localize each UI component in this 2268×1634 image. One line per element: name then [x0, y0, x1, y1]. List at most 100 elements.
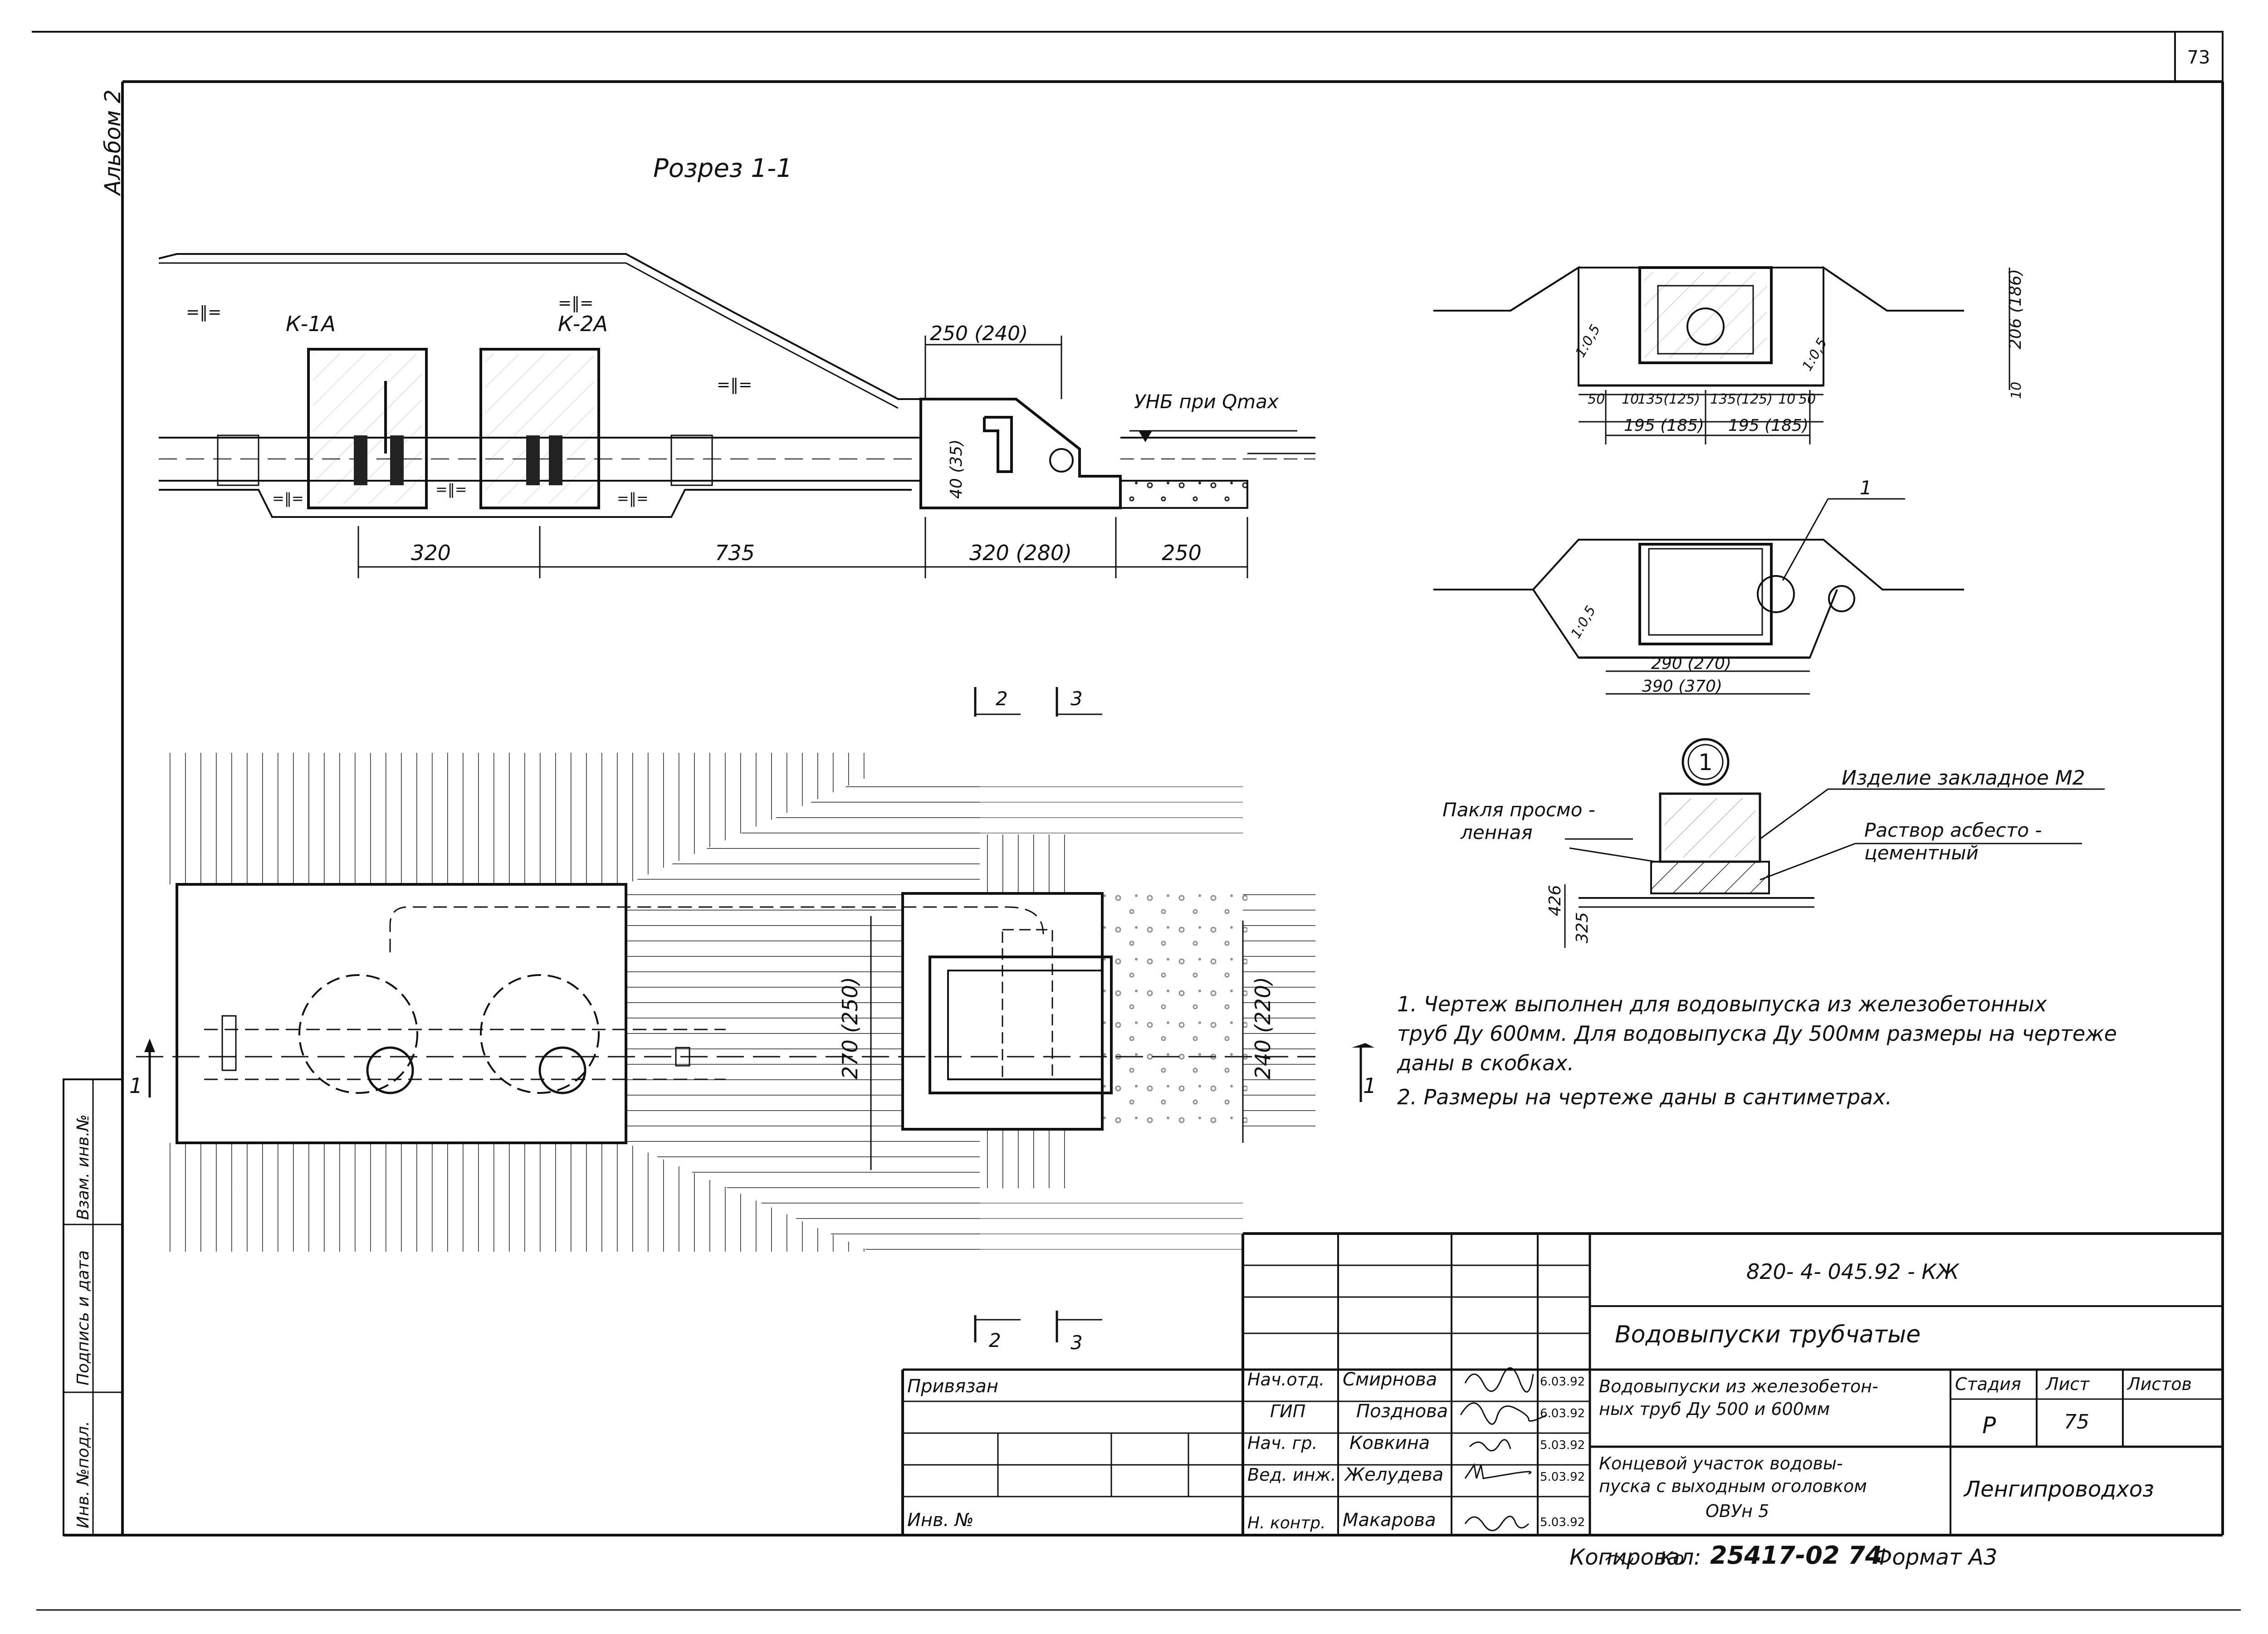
- section-mark-2: 2: [996, 688, 1008, 710]
- cross-section-b: [1433, 498, 1964, 695]
- org-name: Ленгипроводхоз: [1963, 1477, 2154, 1502]
- role-name: Смирнова: [1343, 1369, 1437, 1390]
- note-line-3: даны в скобках.: [1397, 1051, 1574, 1075]
- sheet-label: Лист: [2045, 1374, 2090, 1394]
- role-label: Нач. гр.: [1247, 1433, 1318, 1453]
- dim-inner: 290 (270): [1651, 654, 1731, 673]
- roles: Нач.отд. Смирнова 6.03.92 ГИП Позднова 6…: [1247, 1369, 1585, 1532]
- dim-bottom-1: 320: [411, 541, 451, 565]
- section-marks-top: [974, 687, 1102, 717]
- detail-tow-1: Пакля просмо -: [1442, 799, 1595, 821]
- stamp-inv-podl: Инв. №подл.: [74, 1421, 93, 1528]
- detail-embed-label: Изделие закладное М2: [1842, 766, 2085, 790]
- longitudinal-section: [158, 253, 1315, 578]
- section-marks-bottom: [974, 1311, 1102, 1342]
- role-date: 6.03.92: [1540, 1407, 1585, 1420]
- dim-small: 135(125): [1637, 391, 1700, 407]
- dim-large: 195 (185): [1624, 416, 1704, 435]
- hatch-mark: =‖=: [558, 294, 593, 312]
- role-name: Позднова: [1356, 1401, 1448, 1422]
- detail-dim-b: 325: [1573, 912, 1592, 943]
- stage-value: Р: [1982, 1412, 1996, 1439]
- detail-mortar-2: цементный: [1864, 842, 1979, 864]
- role-date: 6.03.92: [1540, 1375, 1585, 1389]
- copied-sig: Ко: [1660, 1548, 1684, 1569]
- section-mark-3: 3: [1070, 688, 1083, 710]
- note-line-1: 1. Чертеж выполнен для водовыпуска из же…: [1397, 992, 2047, 1016]
- stamp-vzam: Взам. инв.№: [74, 1114, 93, 1220]
- dim-headwall-top: 250 (240): [930, 322, 1028, 345]
- plan-view: [136, 753, 1374, 1252]
- sheet-value: 75: [2064, 1410, 2089, 1434]
- dim-plan-width-2: 240 (220): [1251, 977, 1275, 1079]
- copied-number: 25417-02 74: [1710, 1541, 1882, 1570]
- role-label: Нач.отд.: [1247, 1370, 1325, 1390]
- format-label: Формат А3: [1873, 1545, 1997, 1570]
- hatch-mark: =‖=: [272, 490, 304, 507]
- detail-dim-a: 426: [1546, 885, 1564, 916]
- detail-mortar-1: Раствор асбесто -: [1864, 819, 2042, 841]
- title-block: [901, 1232, 2223, 1535]
- inv-label: Инв. №: [907, 1510, 974, 1531]
- dim-base: 10: [2009, 382, 2024, 399]
- note-line-2: труб Ду 600мм. Для водовыпуска Ду 500мм …: [1397, 1021, 2117, 1046]
- well-label-1: К-1А: [286, 312, 336, 336]
- role-name: Макарова: [1343, 1510, 1436, 1531]
- section-mark-2-bottom: 2: [989, 1329, 1001, 1351]
- hatch-mark: =‖=: [435, 481, 467, 498]
- note-line-4: 2. Размеры на чертеже даны в сантиметрах…: [1397, 1085, 1892, 1109]
- dim-plan-width: 270 (250): [838, 977, 862, 1079]
- stamp-sign-date: Подпись и дата: [74, 1250, 93, 1385]
- slope-left: 1:0,5: [1573, 322, 1604, 360]
- dim-outer: 390 (370): [1642, 677, 1722, 696]
- plan-mark-1-left: 1: [129, 1073, 142, 1098]
- section-title: Розрез 1-1: [653, 154, 792, 183]
- sheet-title-3: ОВУн 5: [1706, 1501, 1769, 1521]
- detail-1: [1564, 738, 2105, 948]
- role-name: Ковкина: [1349, 1433, 1430, 1454]
- signatures: [1460, 1367, 1634, 1565]
- sheet-title-2: пуска с выходным оголовком: [1599, 1476, 1867, 1496]
- role-label: Н. контр.: [1247, 1514, 1326, 1532]
- dim-bottom-2: 735: [715, 541, 755, 565]
- role-name: Желудева: [1344, 1464, 1443, 1485]
- copied-label: Копировал:: [1569, 1545, 1701, 1570]
- sheets-label: Листов: [2126, 1374, 2192, 1394]
- water-level-label: УНБ при Qmax: [1134, 390, 1279, 413]
- album-label: Альбом 2: [100, 89, 126, 196]
- role-date: 5.03.92: [1540, 1516, 1585, 1529]
- role-label: Вед. инж.: [1247, 1465, 1336, 1485]
- dim-height: 206 (186): [2006, 269, 2025, 349]
- dim-bottom-3: 320 (280): [969, 541, 1072, 565]
- role-date: 5.03.92: [1540, 1439, 1585, 1452]
- dim-small: 50: [1799, 391, 1816, 407]
- bound-label: Привязан: [907, 1376, 998, 1397]
- hatch-mark: =‖=: [186, 303, 221, 322]
- well-label-2: К-2А: [558, 312, 608, 336]
- hatch-mark: =‖=: [617, 490, 649, 507]
- dim-bottom-4: 250: [1162, 541, 1202, 565]
- sheet-title-1: Концевой участок водовы-: [1599, 1454, 1843, 1473]
- dim-small: 10: [1622, 391, 1639, 407]
- series-title: Водовыпуски трубчатые: [1615, 1321, 1921, 1348]
- cross-section-a: [1433, 266, 2010, 444]
- sheet-frame: [32, 31, 2241, 1611]
- plan-mark-1-right: 1: [1363, 1073, 1376, 1098]
- dim-headwall-side: 40 (35): [947, 439, 966, 499]
- section-mark-3-bottom: 3: [1070, 1332, 1083, 1354]
- slope-right: 1:0,5: [1799, 336, 1831, 374]
- detail-marker: 1: [1698, 749, 1713, 776]
- dim-small: 10: [1778, 391, 1795, 407]
- dim-small: 135(125): [1710, 391, 1773, 407]
- dim-small: 50: [1588, 391, 1605, 407]
- side-stamp: [63, 1078, 123, 1536]
- subject-line-2: ных труб Ду 500 и 600мм: [1599, 1399, 1830, 1419]
- drawing-code: 820- 4- 045.92 - КЖ: [1746, 1259, 1960, 1284]
- hatch-mark: =‖=: [717, 376, 752, 394]
- detail-tow-2: ленная: [1460, 821, 1533, 844]
- role-label: ГИП: [1270, 1401, 1305, 1421]
- page-number: 73: [2187, 47, 2210, 68]
- stage-label: Стадия: [1955, 1374, 2021, 1394]
- callout-1: 1: [1860, 477, 1872, 499]
